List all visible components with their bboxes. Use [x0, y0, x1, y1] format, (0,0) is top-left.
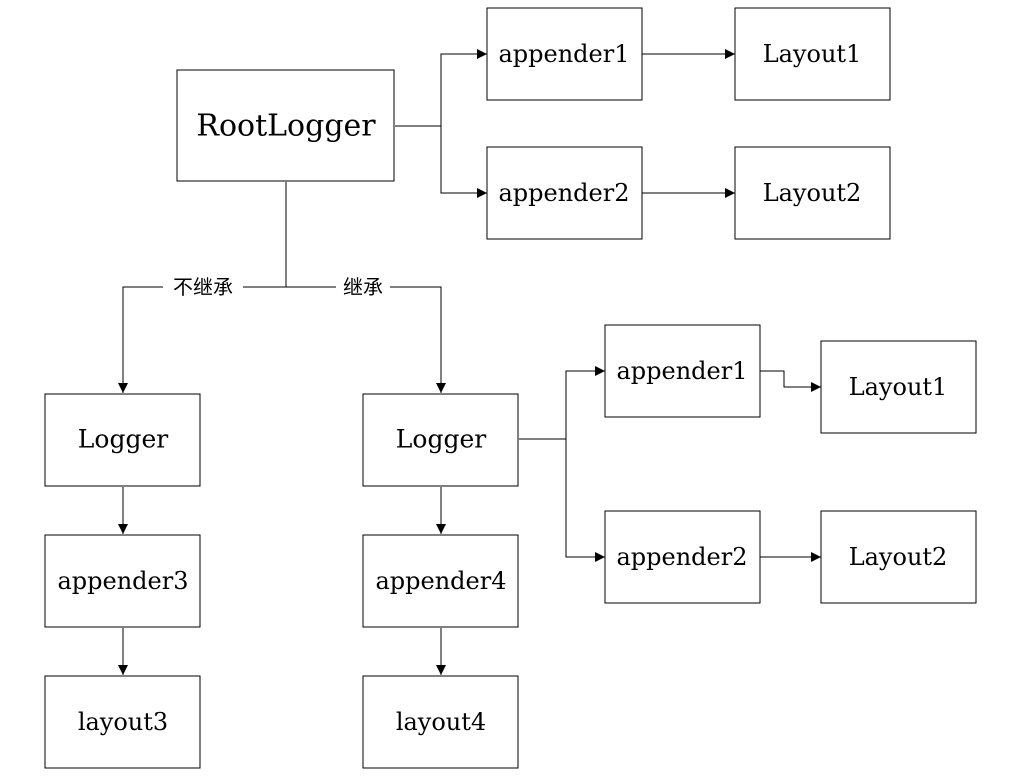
edge-labels: 不继承 继承 [163, 274, 390, 300]
appender3-node: appender3 [44, 534, 201, 628]
edge-root-to-appender1 [395, 49, 487, 127]
edge-inherit [286, 286, 446, 393]
edge-logger-right-to-appender1 [519, 366, 605, 440]
logger-right-label: Logger [396, 425, 486, 454]
root-appender2-label: appender2 [498, 179, 629, 207]
inherit-label-bg [336, 274, 390, 300]
right-appender1-node: appender1 [604, 324, 761, 418]
right-appender2-node: appender2 [604, 510, 761, 604]
edge-not-inherit [118, 286, 286, 393]
not-inherit-label-bg [163, 274, 243, 300]
right-appender2-label: appender2 [616, 543, 747, 571]
right-appender1-label: appender1 [616, 357, 747, 385]
root-appender1-node: appender1 [486, 7, 643, 101]
edge-root-to-appender2 [395, 125, 487, 198]
edge-logger-right-to-appender2 [519, 438, 605, 562]
appender4-node: appender4 [362, 534, 519, 628]
appender3-label: appender3 [57, 567, 188, 595]
edge-right-appender1-to-layout1 [760, 370, 821, 392]
appender4-label: appender4 [375, 567, 506, 595]
right-layout2-label: Layout2 [849, 543, 948, 571]
root-layout1-node: Layout1 [734, 7, 891, 101]
logger-left-label: Logger [78, 425, 168, 454]
root-appender1-label: appender1 [498, 40, 629, 68]
right-layout1-label: Layout1 [849, 373, 948, 401]
layout4-node: layout4 [362, 675, 519, 769]
root-layout2-node: Layout2 [734, 146, 891, 240]
inherit-label: 继承 [343, 275, 383, 299]
layout4-label: layout4 [396, 708, 486, 736]
logger-left-node: Logger [44, 393, 201, 487]
layout3-label: layout3 [78, 708, 168, 736]
root-layout2-label: Layout2 [763, 179, 862, 207]
nodes: RootLogger appender1 Layout1 appender2 L… [44, 7, 977, 769]
root-logger-label: RootLogger [196, 109, 376, 144]
root-logger-node: RootLogger [176, 69, 395, 182]
right-layout1-node: Layout1 [820, 340, 977, 434]
logger-right-node: Logger [362, 393, 519, 487]
not-inherit-label: 不继承 [173, 275, 233, 299]
right-layout2-node: Layout2 [820, 510, 977, 604]
root-appender2-node: appender2 [486, 146, 643, 240]
layout3-node: layout3 [44, 675, 201, 769]
root-layout1-label: Layout1 [763, 40, 862, 68]
